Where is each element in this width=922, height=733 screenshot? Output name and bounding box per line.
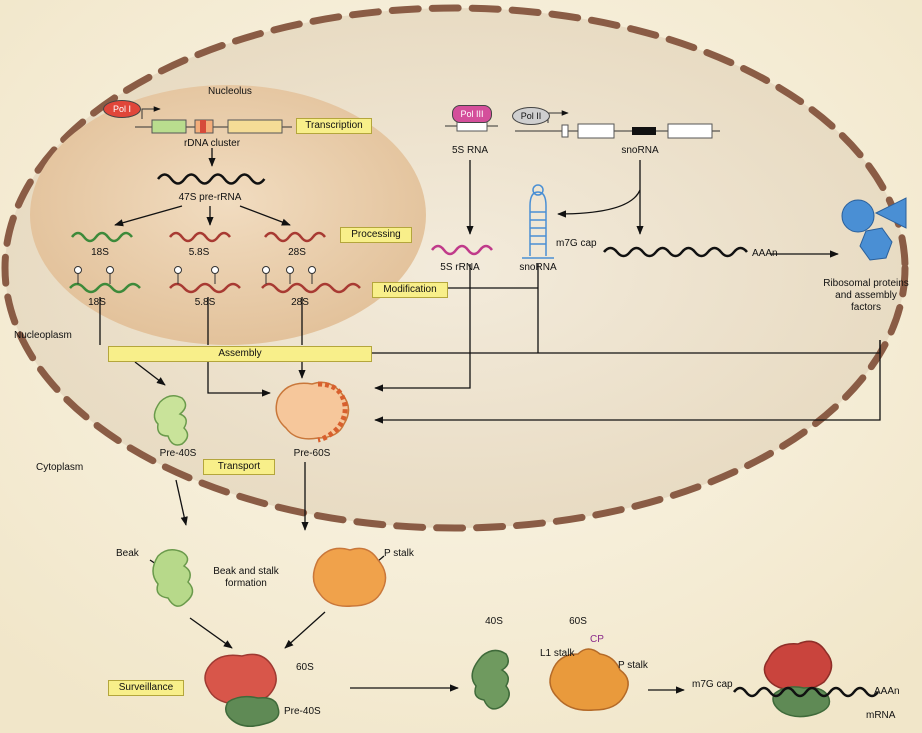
rrna-28s-label: 28S [288, 247, 306, 258]
beak-stalk-label: Beak and stalk formation [213, 566, 279, 589]
surveillance-complex [204, 653, 280, 727]
5s-rrna-label: 5S rRNA [440, 262, 480, 273]
nuclear-envelope [1, 4, 909, 532]
pre-60s-particle [275, 381, 350, 443]
snorna-gene-label: snoRNA [621, 145, 659, 156]
surveillance-60s-label: 60S [296, 662, 314, 673]
40s-label: 40S [485, 616, 503, 627]
rdna-cluster-label: rDNA cluster [183, 138, 241, 149]
snorna-label: snoRNA [519, 262, 557, 273]
cp-label: CP [590, 634, 604, 645]
pol-i-badge: Pol I [103, 100, 141, 118]
mature-40s-particle [471, 649, 510, 710]
pol-iii-badge: Pol III [452, 105, 492, 123]
nucleolus [30, 85, 426, 345]
ribosomal-proteins-label: Ribosomal proteins and assembly factors [823, 278, 909, 313]
mrna-cap-label: m7G cap [556, 238, 597, 249]
pre-rrna-47s [156, 173, 266, 185]
rdna-cluster-gene [135, 106, 292, 134]
surveillance-step: Surveillance [108, 680, 184, 696]
modified-rrna-28s [261, 266, 361, 294]
nuclear-arrows [99, 160, 881, 694]
modified-18s-label: 18S [88, 297, 106, 308]
cytoplasm-label: Cytoplasm [36, 462, 84, 473]
p-stalk-60s-particle [312, 547, 387, 607]
pre-60s-label: Pre-60S [293, 448, 331, 459]
modified-rrna-58s [169, 266, 241, 294]
modified-28s-label: 28S [291, 297, 309, 308]
ribosomal-proteins-shapes [841, 197, 907, 261]
mature-60s-particle [549, 648, 629, 711]
5s-rna-gene-label: 5S RNA [451, 145, 489, 156]
modified-rrna-18s [69, 266, 141, 294]
l1-stalk-label: L1 stalk [540, 648, 575, 659]
beak-stalk-40s-particle [152, 549, 194, 607]
beak-label: Beak [116, 548, 139, 559]
transport-step: Transport [203, 459, 275, 475]
60s-label: 60S [569, 616, 587, 627]
snorna-hairpin [522, 184, 554, 259]
p-stalk-label: P stalk [384, 548, 414, 559]
rrna-28s-wave [264, 231, 326, 243]
processing-arrows [114, 148, 291, 227]
processing-step: Processing [340, 227, 412, 243]
mrna-label: mRNA [866, 710, 896, 721]
modified-58s-label: 5.8S [194, 297, 216, 308]
surveillance-pre40s-label: Pre-40S [284, 706, 321, 717]
5s-rrna-wave [431, 244, 493, 256]
snorna-gene [515, 110, 720, 139]
ribosome-cap-label: m7G cap [692, 679, 733, 690]
rrna-58s-wave [169, 231, 231, 243]
p-stalk-mature-label: P stalk [618, 660, 648, 671]
rrna-58s-label: 5.8S [188, 247, 210, 258]
ribosome-polya-label: AAAn [874, 686, 900, 697]
pre-rrna-label: 47S pre-rRNA [178, 192, 242, 203]
poly-a-label: AAAn [752, 248, 778, 259]
mrna-nuclear-wave [603, 246, 748, 258]
transcription-step: Transcription [296, 118, 372, 134]
rrna-18s-label: 18S [91, 247, 109, 258]
nucleoplasm-label: Nucleoplasm [14, 330, 72, 341]
modification-step: Modification [372, 282, 448, 298]
pre-40s-label: Pre-40S [159, 448, 197, 459]
nucleolus-label: Nucleolus [208, 86, 252, 97]
pol-ii-badge: Pol II [512, 107, 550, 125]
pre-40s-particle [153, 395, 189, 446]
translating-ribosome [733, 640, 879, 718]
rrna-18s-wave [71, 231, 133, 243]
assembly-step: Assembly [108, 346, 372, 362]
